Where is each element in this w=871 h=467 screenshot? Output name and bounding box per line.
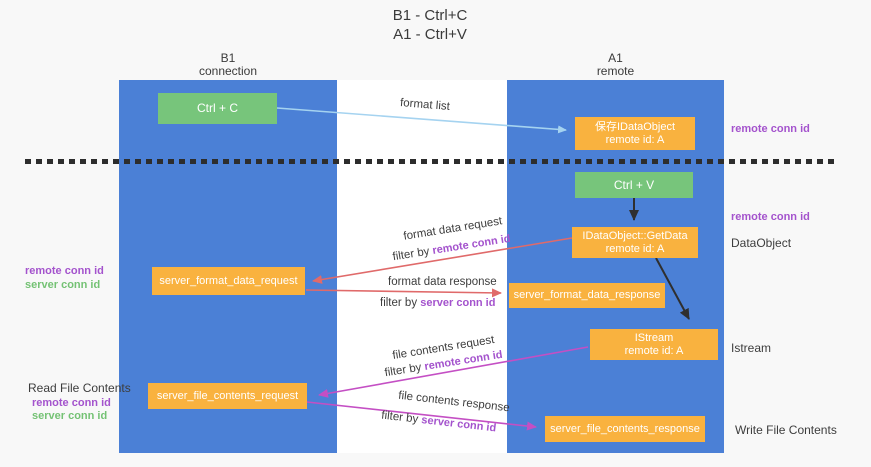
server-file-contents-response-label: server_file_contents_response (550, 422, 700, 435)
server-format-data-request-label: server_format_data_request (159, 274, 298, 287)
left-column-role: connection (198, 64, 258, 78)
left-server-conn-id-2: server conn id (32, 410, 108, 422)
write-file-contents-label: Write File Contents (735, 423, 837, 437)
getdata-remote-id: remote id: A (605, 242, 665, 255)
message-lane-background (337, 80, 507, 453)
istream-side-label: Istream (731, 341, 772, 355)
filter-by-text: filter by (380, 297, 421, 309)
session-divider-dashed-line (25, 159, 838, 164)
save-idataobject-box: 保存IDataObject remote id: A (575, 117, 695, 150)
getdata-title: IDataObject::GetData (582, 229, 688, 242)
file-contents-response-arrow (306, 401, 537, 431)
server-file-contents-request-box: server_file_contents_request (148, 383, 307, 409)
server-file-contents-request-label: server_file_contents_request (156, 389, 299, 402)
istream-remote-id: remote id: A (624, 344, 684, 357)
format-list-arrow (276, 107, 567, 134)
save-idataobject-remote-id: remote id: A (605, 133, 665, 146)
left-server-conn-id-1: server conn id (25, 279, 101, 291)
format-data-response-arrow (305, 288, 502, 298)
right-column-role: remote (596, 64, 635, 78)
ctrl-c-box: Ctrl + C (158, 93, 277, 124)
server-format-data-request-box: server_format_data_request (152, 267, 305, 295)
istream-box: IStream remote id: A (590, 329, 718, 360)
getdata-to-istream-arrow (655, 257, 690, 320)
diagram-title: B1 - Ctrl+C A1 - Ctrl+V (300, 6, 560, 44)
server-conn-id-highlight: server conn id (420, 297, 496, 309)
getdata-box: IDataObject::GetData remote id: A (572, 227, 698, 258)
ctrl-c-label: Ctrl + C (196, 101, 238, 115)
left-column-name: B1 (220, 51, 236, 65)
dataobject-side-label: DataObject (731, 236, 792, 250)
file-contents-request-arrow (318, 346, 589, 398)
server-file-contents-response-box: server_file_contents_response (545, 416, 705, 442)
save-idataobject-title: 保存IDataObject (594, 120, 676, 133)
title-line-2: A1 - Ctrl+V (393, 26, 467, 43)
right-remote-conn-id-mid: remote conn id (731, 211, 810, 223)
left-column-header: B1 connection (119, 52, 337, 78)
ctrl-v-label: Ctrl + V (613, 177, 655, 192)
left-remote-conn-id-1: remote conn id (25, 265, 104, 277)
filter-by-server-conn-id-label-1: filter by server conn id (380, 297, 495, 309)
right-remote-conn-id-top: remote conn id (731, 123, 810, 135)
left-remote-conn-id-2: remote conn id (32, 397, 111, 409)
right-column-header: A1 remote (507, 52, 724, 78)
right-column-name: A1 (608, 51, 623, 65)
title-line-1: B1 - Ctrl+C (392, 7, 468, 24)
server-format-data-response-box: server_format_data_response (509, 283, 665, 308)
format-data-request-arrow (312, 237, 573, 284)
istream-title: IStream (634, 331, 674, 344)
server-format-data-response-label: server_format_data_response (513, 289, 661, 301)
read-file-contents-label: Read File Contents (28, 381, 131, 395)
format-data-response-label: format data response (388, 276, 497, 288)
ctrl-v-box: Ctrl + V (575, 172, 693, 198)
